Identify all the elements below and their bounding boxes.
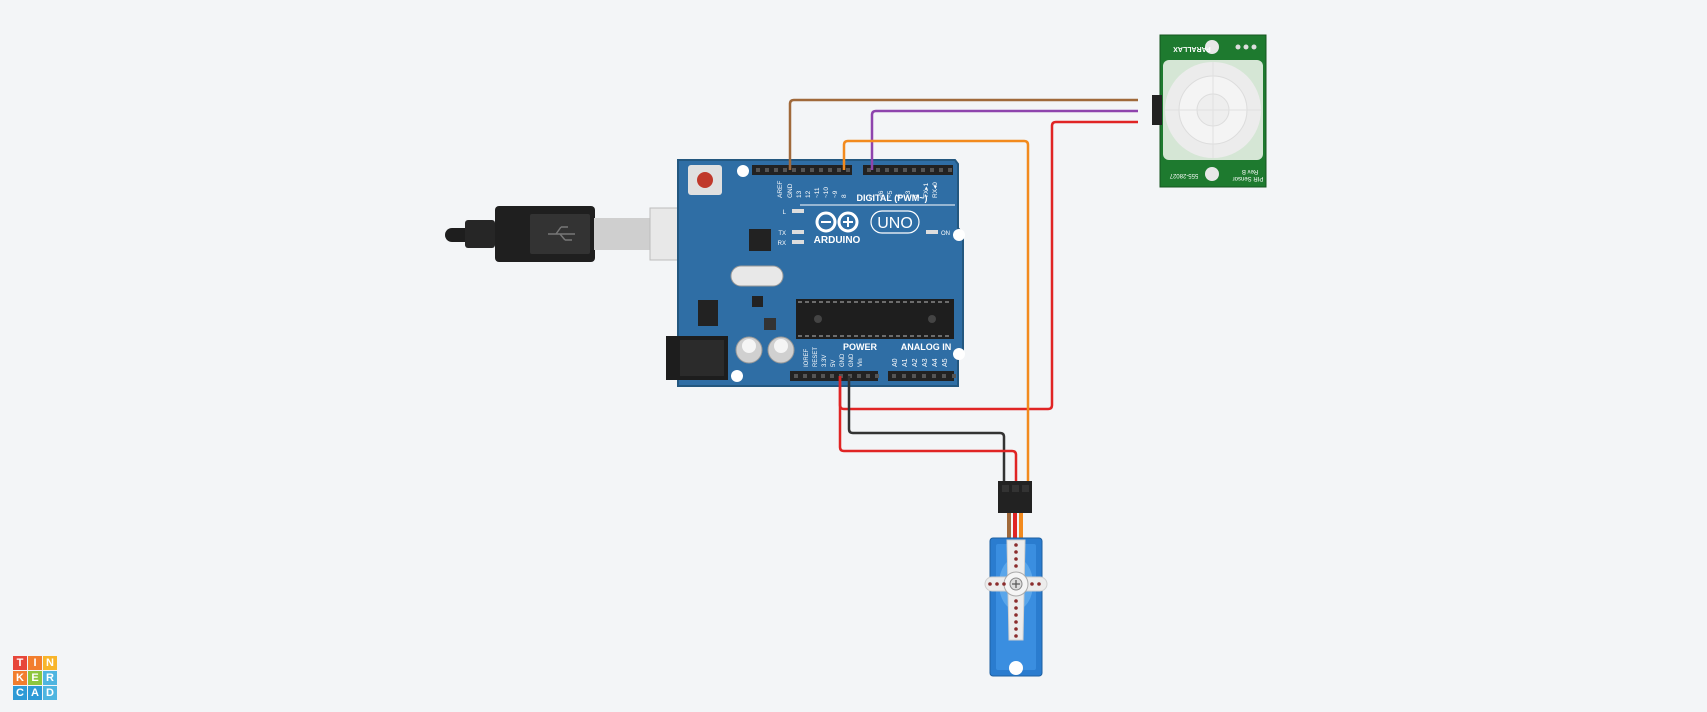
- small-component: [764, 318, 776, 330]
- analog-pin-label: A2: [912, 358, 919, 367]
- pir-connector[interactable]: [1152, 95, 1162, 125]
- crystal: [730, 265, 784, 287]
- pir-out-wire[interactable]: [870, 109, 1138, 170]
- analog-pin-label: A4: [932, 358, 939, 367]
- analog-pin-label: A1: [902, 358, 909, 367]
- mount-hole: [1205, 40, 1219, 54]
- pir-rev-label: Rev B: [1242, 168, 1258, 174]
- logo-letter: D: [43, 686, 57, 700]
- analog-label: ANALOG IN: [901, 342, 952, 352]
- mount-hole: [953, 229, 965, 241]
- usb-icon: [548, 226, 575, 241]
- digital-pin-label: ~9: [832, 190, 839, 198]
- led-rx: [792, 240, 804, 244]
- rx-label: RX: [778, 241, 786, 247]
- power-pin-label: Vin: [858, 358, 864, 367]
- on-label: ON: [941, 231, 950, 237]
- logo-letter: T: [13, 656, 27, 670]
- atmega-chip: [796, 299, 954, 339]
- digital-pin-label: 2: [914, 194, 921, 198]
- voltage-regulator: [698, 300, 718, 326]
- led-on: [926, 230, 938, 234]
- power-pin-label: 5V: [831, 360, 837, 367]
- usb-chip: [749, 229, 771, 251]
- logo-letter: C: [13, 686, 27, 700]
- digital-pin-label: 12: [805, 190, 812, 198]
- digital-pin-label: 8: [841, 194, 848, 198]
- pir-name-label: PIR Sensor: [1233, 175, 1264, 181]
- pir-part-label: 555-28027: [1169, 172, 1198, 178]
- mount-hole: [731, 370, 743, 382]
- digital-pin-label: 4: [896, 194, 903, 198]
- pir-sensor[interactable]: PARALLAX PIR Sensor Rev B 555-28027: [1152, 34, 1267, 188]
- led-tx: [792, 230, 804, 234]
- power-pin-label: IOREF: [804, 348, 810, 367]
- led-l: [792, 209, 804, 213]
- model-label: UNO: [877, 215, 913, 232]
- servo-5v-wire[interactable]: [838, 376, 1018, 484]
- analog-pin-label: A3: [922, 358, 929, 367]
- plus-icon: [1012, 580, 1020, 588]
- mount-hole: [1009, 661, 1023, 675]
- digital-pin-label: TX▸1: [923, 182, 930, 198]
- brand-label: ARDUINO: [814, 235, 861, 246]
- power-pin-label: GND: [840, 353, 846, 367]
- digital-pin-label: 13: [796, 190, 803, 198]
- digital-pin-label: GND: [787, 183, 794, 198]
- logo-letter: K: [13, 671, 27, 685]
- logo-letter: R: [43, 671, 57, 685]
- digital-pin-label: ~10: [823, 187, 830, 198]
- logo-letter: I: [28, 656, 42, 670]
- power-pin-label: RESET: [813, 347, 819, 367]
- digital-pin-label: 7: [869, 194, 876, 198]
- digital-pin-label: ~11: [814, 187, 821, 198]
- analog-pin-label: A5: [942, 358, 949, 367]
- l-label: L: [783, 210, 787, 216]
- power-label: POWER: [843, 342, 878, 352]
- analog-header[interactable]: [888, 371, 954, 381]
- pir-gnd-wire[interactable]: [788, 98, 1138, 170]
- logo-letter: A: [28, 686, 42, 700]
- digital-header-right[interactable]: [863, 165, 953, 175]
- arduino-infinity-logo: [815, 211, 859, 233]
- digital-pin-label: ~3: [905, 190, 912, 198]
- tx-label: TX: [778, 231, 786, 237]
- mount-hole: [953, 348, 965, 360]
- digital-pin-label: RX◂0: [932, 182, 939, 198]
- logo-letter: E: [28, 671, 42, 685]
- mount-hole: [1205, 167, 1219, 181]
- servo-motor[interactable]: [984, 481, 1048, 677]
- analog-pin-label: A0: [892, 358, 899, 367]
- logo-letter: N: [43, 656, 57, 670]
- digital-pin-label: AREF: [777, 181, 784, 198]
- mount-hole: [737, 165, 749, 177]
- digital-pin-label: ~6: [878, 190, 885, 198]
- servo-gnd-wire[interactable]: [847, 376, 1006, 484]
- small-chip: [752, 296, 763, 307]
- servo-signal-wire[interactable]: [842, 139, 1030, 484]
- pir-brand-label: PARALLAX: [1173, 45, 1211, 52]
- power-pin-label: GND: [849, 353, 855, 367]
- power-pin-label: 3.3V: [822, 355, 828, 367]
- digital-label: DIGITAL (PWM~): [857, 193, 928, 203]
- digital-pin-label: ~5: [887, 190, 894, 198]
